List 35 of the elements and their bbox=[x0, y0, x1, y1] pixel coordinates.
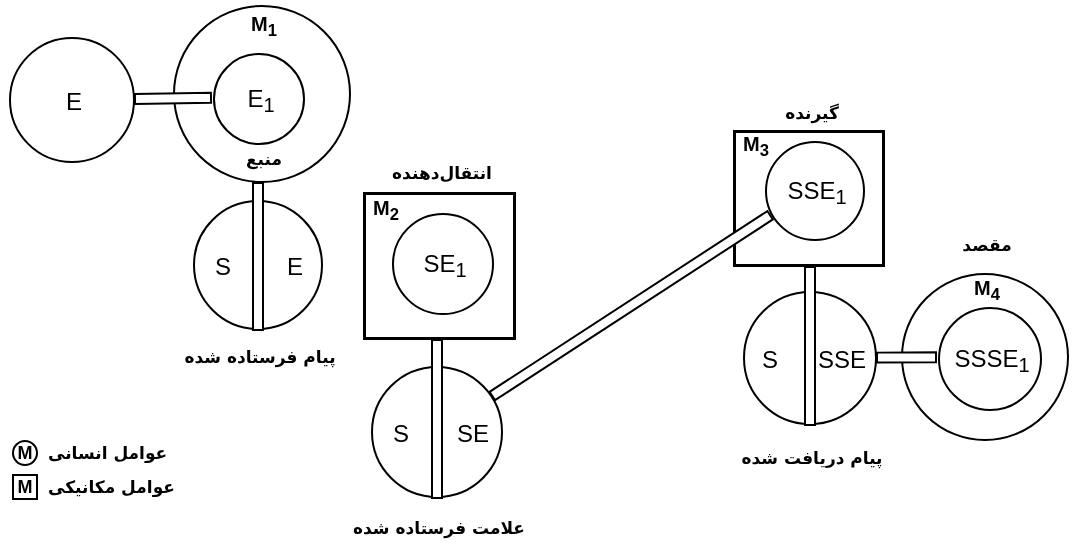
node-label: E$_{1}$ bbox=[247, 85, 275, 117]
double-line-connector bbox=[488, 209, 775, 402]
node-label: SSE bbox=[818, 346, 866, 374]
double-line-connector bbox=[431, 339, 443, 499]
node-label: S bbox=[762, 346, 778, 374]
node-caption: پیام دریافت شده bbox=[740, 448, 884, 468]
node-tag: M$_{2}$ bbox=[373, 197, 399, 225]
node-label: SE$_{1}$ bbox=[423, 250, 467, 282]
circle-node bbox=[213, 53, 305, 145]
circle-node bbox=[938, 307, 1042, 411]
node-caption: علامت فرستاده شده bbox=[352, 518, 526, 538]
node-label: SE bbox=[457, 420, 489, 448]
double-line-connector bbox=[252, 181, 264, 331]
double-line-connector bbox=[875, 351, 938, 364]
node-label: SSSE$_{1}$ bbox=[954, 345, 1030, 377]
node-label: SSE$_{1}$ bbox=[787, 177, 847, 209]
node-tag: M$_{4}$ bbox=[974, 277, 1000, 305]
circle-node bbox=[9, 37, 135, 163]
symbol-letter: M bbox=[17, 476, 33, 498]
node-heading: مقصد bbox=[962, 235, 1012, 255]
double-line-connector bbox=[133, 91, 213, 105]
node-caption: پیام فرستاده شده bbox=[183, 347, 337, 367]
double-line-connector bbox=[804, 266, 816, 426]
symbol-letter: M bbox=[17, 442, 33, 464]
node-label: S bbox=[393, 420, 409, 448]
node-heading: گیرنده bbox=[785, 103, 839, 123]
legend-label: عوامل انسانی bbox=[48, 443, 168, 463]
legend-label: عوامل مکانیکی bbox=[48, 477, 175, 497]
node-label: E bbox=[287, 253, 303, 281]
node-heading: انتقال‌دهنده bbox=[392, 163, 492, 183]
node-tag: M$_{1}$ bbox=[251, 13, 277, 41]
node-tag: M$_{3}$ bbox=[743, 133, 769, 161]
node-label: E bbox=[66, 88, 82, 116]
node-label: S bbox=[215, 253, 231, 281]
node-heading: منبع bbox=[246, 149, 282, 169]
